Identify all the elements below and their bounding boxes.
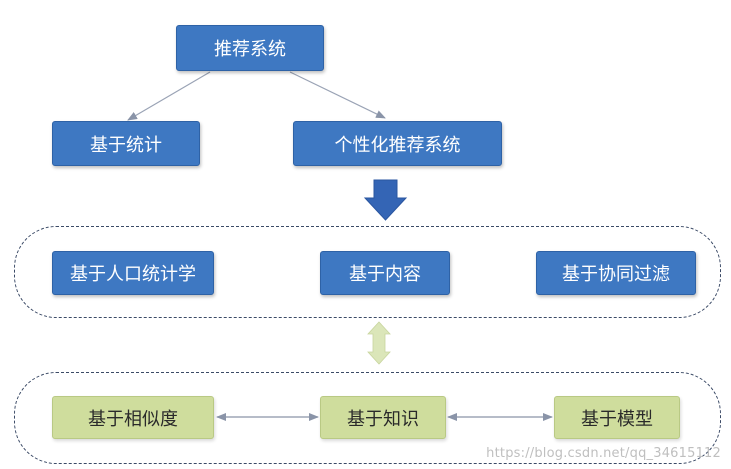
- node-collaborative-filtering: 基于协同过滤: [536, 251, 696, 295]
- node-knowledge-based: 基于知识: [320, 396, 446, 439]
- watermark-url: https://blog.csdn.net/qq_34615112: [486, 446, 721, 461]
- connector-root-to-personal: [289, 71, 386, 119]
- node-statistics-based: 基于统计: [52, 121, 200, 166]
- node-similarity-based: 基于相似度: [52, 396, 214, 439]
- connector-root-to-stat: [127, 71, 211, 121]
- down-arrow-icon: [363, 179, 408, 221]
- node-content-based: 基于内容: [320, 251, 450, 295]
- node-recommendation-system: 推荐系统: [176, 25, 324, 71]
- node-demographic-based: 基于人口统计学: [52, 251, 214, 295]
- node-model-based: 基于模型: [554, 396, 680, 439]
- bottom-dashed-panel: [14, 372, 721, 464]
- node-personalized-system: 个性化推荐系统: [293, 121, 502, 166]
- middle-dashed-panel: [14, 226, 721, 318]
- double-arrow-icon: [367, 321, 391, 365]
